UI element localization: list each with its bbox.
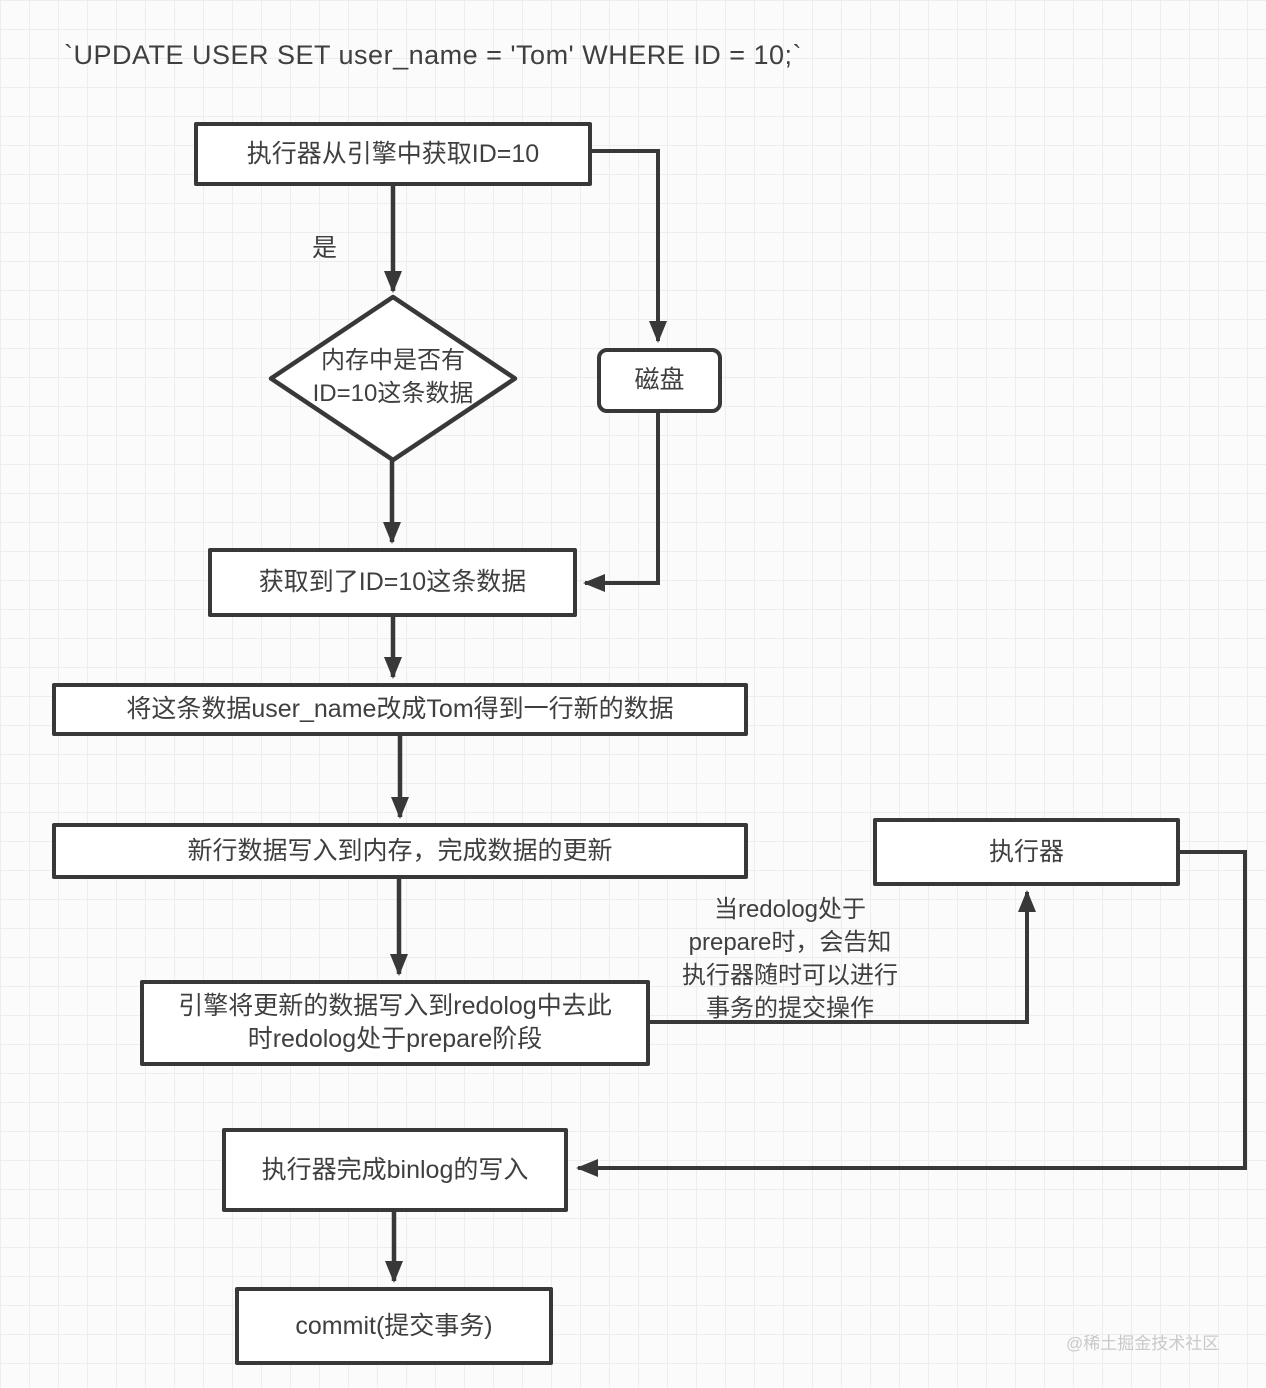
arrow-executor-to-write-binlog <box>576 850 1247 1177</box>
prepare-note-label: 当redolog处于 prepare时，会告知 执行器随时可以进行 事务的提交操… <box>682 896 898 1022</box>
node-executor-fetch: 执行器从引擎中获取ID=10 <box>194 122 592 186</box>
memory-check-diamond <box>268 294 518 463</box>
node-write-memory: 新行数据写入到内存，完成数据的更新 <box>52 823 748 879</box>
node-executor: 执行器 <box>873 818 1180 886</box>
node-disk: 磁盘 <box>597 348 722 413</box>
node-modify-row: 将这条数据user_name改成Tom得到一行新的数据 <box>52 683 748 736</box>
node-got-data: 获取到了ID=10这条数据 <box>208 548 577 617</box>
edge-label-yes: 是 <box>312 234 338 262</box>
arrow-executor-fetch-to-disk <box>592 149 667 343</box>
node-write-binlog: 执行器完成binlog的写入 <box>222 1128 568 1212</box>
arrow-disk-to-got-data <box>583 413 660 592</box>
node-memory-check-label: 内存中是否有 ID=10这条数据 <box>312 347 474 407</box>
arrow-write-redolog-to-executor <box>650 890 1036 1024</box>
watermark: @稀土掘金技术社区 <box>1066 1334 1220 1353</box>
node-commit: commit(提交事务) <box>235 1287 553 1365</box>
node-write-redolog: 引擎将更新的数据写入到redolog中去此 时redolog处于prepare阶… <box>140 980 650 1066</box>
sql-statement-title: `UPDATE USER SET user_name = 'Tom' WHERE… <box>64 40 803 70</box>
